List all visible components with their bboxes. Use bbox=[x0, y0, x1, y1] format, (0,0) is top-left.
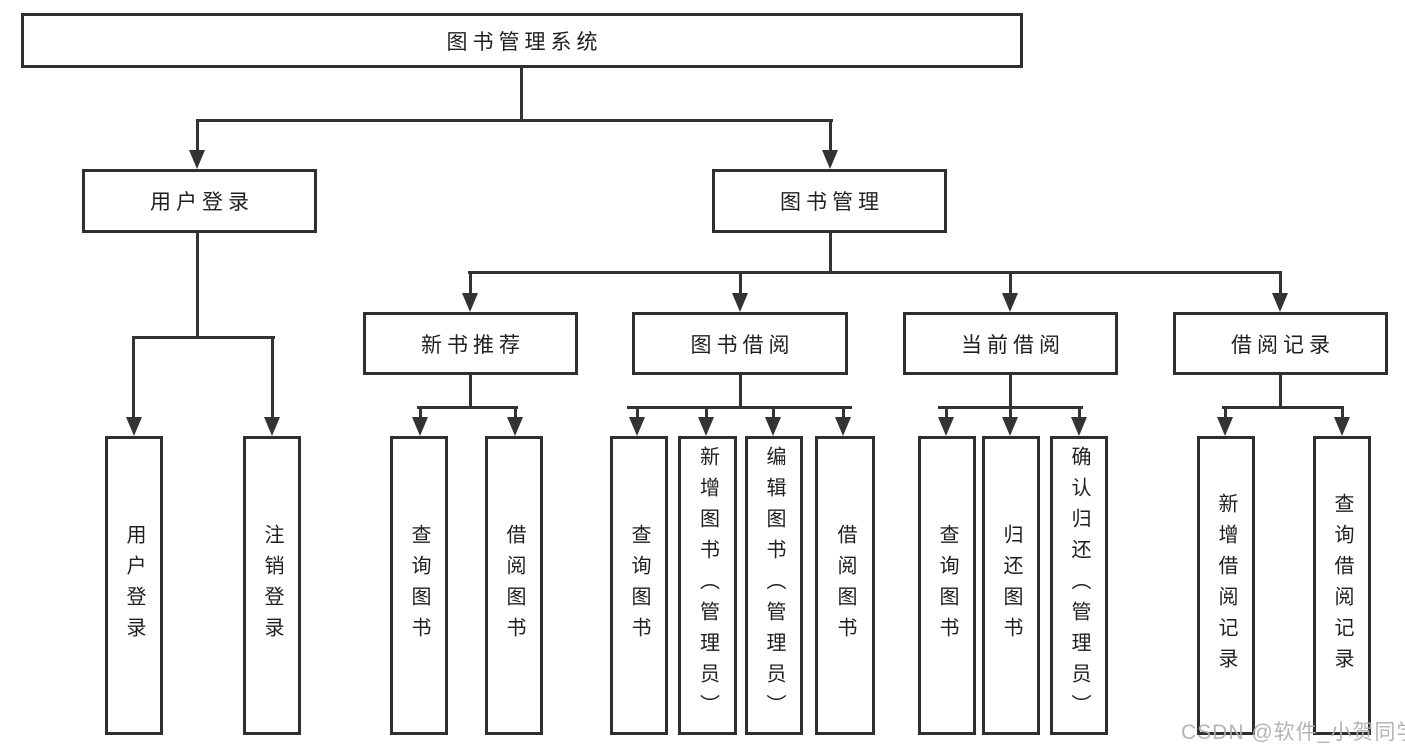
arrow-down-icon bbox=[462, 293, 478, 312]
connector-line bbox=[829, 119, 832, 154]
node-new-book-recommend: 新书推荐 bbox=[363, 312, 578, 375]
node-book-borrow: 图书借阅 bbox=[632, 312, 848, 375]
connector-line bbox=[196, 233, 199, 339]
arrow-down-icon bbox=[835, 417, 851, 436]
arrow-down-icon bbox=[126, 417, 142, 436]
node-book-management: 图书管理 bbox=[712, 169, 947, 233]
connector-line bbox=[1279, 375, 1282, 409]
connector-line bbox=[842, 406, 845, 422]
connector-line bbox=[132, 336, 275, 339]
connector-line bbox=[132, 336, 135, 420]
arrow-down-icon bbox=[189, 150, 205, 169]
connector-line bbox=[1224, 406, 1227, 422]
connector-line bbox=[1341, 406, 1344, 422]
connector-line bbox=[469, 375, 472, 409]
leaf-newbook-query-books: 查询图书 bbox=[390, 436, 448, 735]
arrow-down-icon bbox=[507, 417, 523, 436]
connector-line bbox=[1009, 406, 1012, 422]
arrow-down-icon bbox=[412, 417, 428, 436]
arrow-down-icon bbox=[698, 417, 714, 436]
leaf-newbook-borrow-books: 借阅图书 bbox=[485, 436, 543, 735]
leaf-logout-login: 注销登录 bbox=[243, 436, 301, 735]
connector-line bbox=[196, 119, 833, 122]
arrow-down-icon bbox=[1217, 417, 1233, 436]
arrow-down-icon bbox=[732, 293, 748, 312]
leaf-borrow-query-books: 查询图书 bbox=[610, 436, 668, 735]
leaf-borrow-borrow-books: 借阅图书 bbox=[815, 436, 875, 735]
leaf-current-confirm-return-admin: 确认归还（管理员） bbox=[1050, 436, 1108, 735]
connector-line bbox=[196, 119, 199, 154]
node-borrow-records: 借阅记录 bbox=[1173, 312, 1388, 375]
connector-line bbox=[739, 375, 742, 409]
arrow-down-icon bbox=[1272, 293, 1288, 312]
connector-line bbox=[419, 406, 422, 422]
leaf-user-login: 用户登录 bbox=[105, 436, 163, 735]
connector-line bbox=[945, 406, 948, 422]
connector-line bbox=[829, 233, 832, 274]
connector-line bbox=[1279, 271, 1282, 297]
connector-line bbox=[772, 406, 775, 422]
connector-line bbox=[627, 406, 852, 409]
leaf-records-query-record: 查询借阅记录 bbox=[1313, 436, 1371, 735]
arrow-down-icon bbox=[765, 417, 781, 436]
leaf-current-return-books: 归还图书 bbox=[982, 436, 1040, 735]
csdn-watermark: CSDN @软件_小贺同学 bbox=[1181, 721, 1405, 744]
arrow-down-icon bbox=[1071, 417, 1087, 436]
leaf-borrow-edit-books-admin: 编辑图书（管理员） bbox=[745, 436, 803, 735]
connector-line bbox=[1222, 406, 1344, 409]
connector-line bbox=[469, 271, 472, 297]
arrow-down-icon bbox=[629, 417, 645, 436]
connector-line bbox=[705, 406, 708, 422]
connector-line bbox=[1078, 406, 1081, 422]
leaf-borrow-add-books-admin: 新增图书（管理员） bbox=[678, 436, 737, 735]
node-root: 图书管理系统 bbox=[21, 13, 1023, 68]
connector-line bbox=[520, 66, 523, 122]
connector-line bbox=[468, 271, 1282, 274]
connector-line bbox=[271, 336, 274, 420]
connector-line bbox=[739, 271, 742, 297]
leaf-current-query-books: 查询图书 bbox=[918, 436, 976, 735]
arrow-down-icon bbox=[1002, 293, 1018, 312]
node-current-borrow: 当前借阅 bbox=[903, 312, 1118, 375]
connector-line bbox=[417, 406, 518, 409]
connector-line bbox=[1009, 271, 1012, 297]
arrow-down-icon bbox=[1334, 417, 1350, 436]
arrow-down-icon bbox=[264, 417, 280, 436]
leaf-records-add-record: 新增借阅记录 bbox=[1197, 436, 1255, 735]
node-user-login: 用户登录 bbox=[82, 169, 317, 233]
arrow-down-icon bbox=[938, 417, 954, 436]
connector-line bbox=[1009, 375, 1012, 409]
arrow-down-icon bbox=[822, 150, 838, 169]
arrow-down-icon bbox=[1002, 417, 1018, 436]
connector-line bbox=[636, 406, 639, 422]
connector-line bbox=[514, 406, 517, 422]
